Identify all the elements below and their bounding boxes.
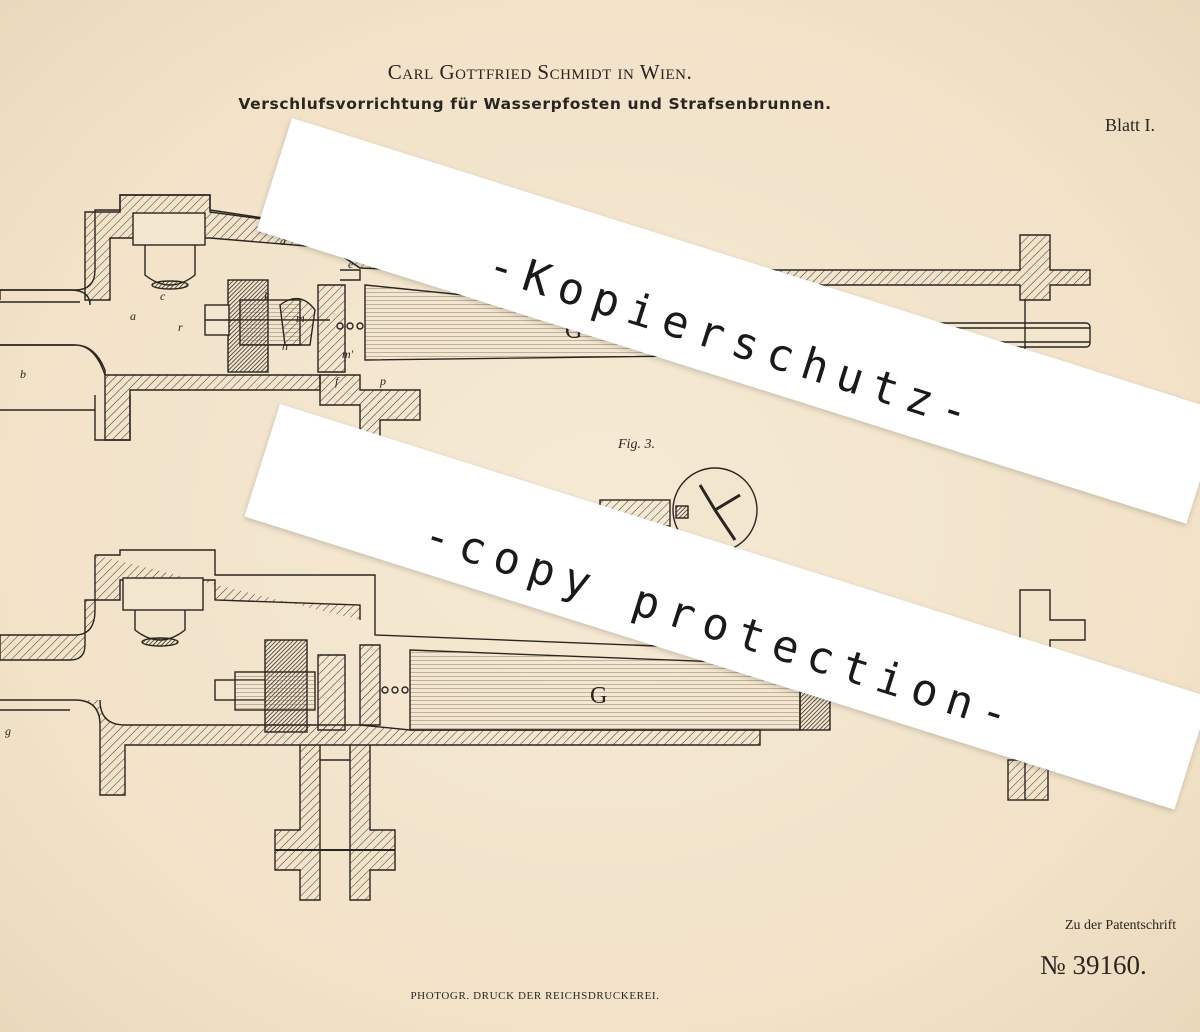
part-label-c: c xyxy=(160,289,166,303)
figure-label: Fig. 3. xyxy=(618,437,655,453)
part-label-G-fig2: G xyxy=(590,683,607,709)
part-label-g: g xyxy=(5,724,11,738)
part-label-m1: m' xyxy=(342,347,354,361)
patent-reference: Zu der Patentschrift xyxy=(1065,918,1176,934)
patent-author: Carl Gottfried Schmidt in Wien. xyxy=(0,60,1080,85)
patent-number: № 39160. xyxy=(1040,950,1147,981)
part-label-b: b xyxy=(20,367,26,381)
part-label-r: r xyxy=(178,320,183,334)
part-label-n: n xyxy=(282,339,288,353)
patent-title: Verschlufsvorrichtung für Wasserpfosten … xyxy=(0,95,1070,113)
part-label-p: p xyxy=(379,374,386,388)
printer-credit: PHOTOGR. DRUCK DER REICHSDRUCKEREI. xyxy=(0,990,1070,1002)
part-label-m: m xyxy=(296,311,305,325)
sheet-label: Blatt I. xyxy=(1105,115,1155,136)
part-label-a: a xyxy=(130,309,136,323)
part-label-k: k xyxy=(264,289,270,303)
